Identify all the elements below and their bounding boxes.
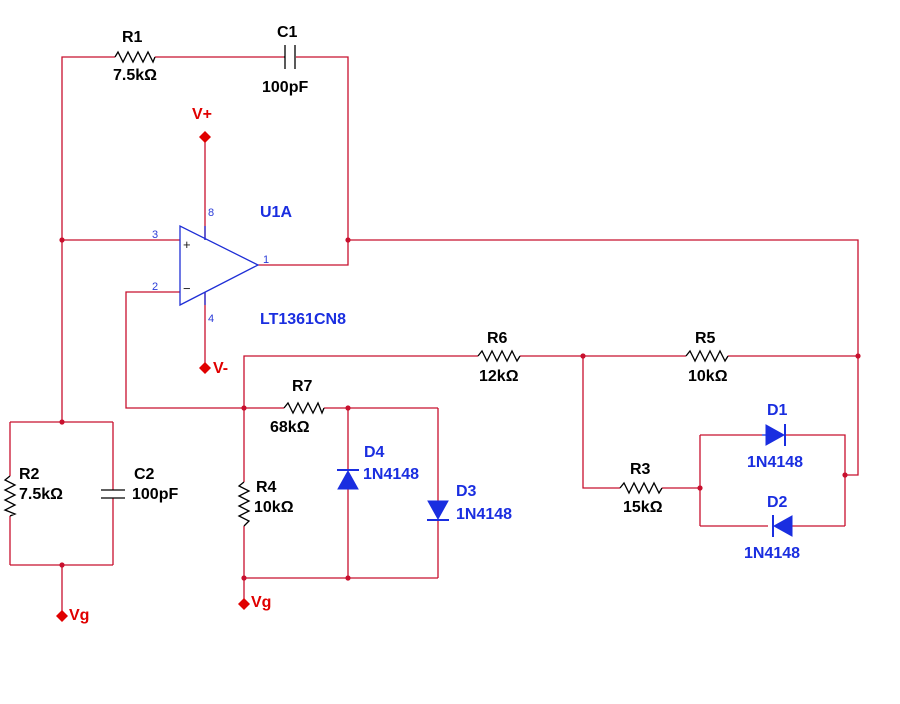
d3-name: D3	[456, 483, 477, 500]
resistor-r2[interactable]: R2 7.5kΩ	[3, 466, 63, 517]
port-marker	[199, 131, 211, 143]
diode-d2[interactable]: D2 1N4148	[744, 494, 800, 562]
d2-value: 1N4148	[744, 545, 800, 562]
pin-3-label: 3	[152, 229, 158, 241]
port-vg-left[interactable]: Vg	[56, 607, 89, 624]
resistor-r4[interactable]: R4 10kΩ	[237, 479, 294, 527]
pin-8-label: 8	[208, 207, 214, 219]
opamp-part: LT1361CN8	[260, 311, 346, 328]
junction-dot	[59, 562, 65, 568]
junction-dot	[842, 472, 848, 478]
r3-value: 15kΩ	[623, 499, 663, 516]
junction-dot	[855, 353, 861, 359]
resistor-symbol	[619, 481, 663, 495]
r2-name: R2	[19, 466, 40, 483]
resistor-r6[interactable]: R6 12kΩ	[477, 330, 521, 385]
diode-d3[interactable]: D3 1N4148	[427, 483, 512, 523]
junction-dot	[59, 237, 65, 243]
junction-dot	[241, 575, 247, 581]
diode-symbol	[427, 500, 449, 521]
r4-value: 10kΩ	[254, 499, 294, 516]
resistor-r3[interactable]: R3 15kΩ	[619, 461, 663, 516]
port-vplus[interactable]: V+	[192, 106, 212, 143]
wire-feedback-top	[61, 56, 349, 266]
resistor-r7[interactable]: R7 68kΩ	[270, 378, 325, 436]
junction-dot	[345, 405, 351, 411]
d2-name: D2	[767, 494, 788, 511]
r7-name: R7	[292, 378, 313, 395]
wire-bottom-ground	[243, 577, 438, 604]
r5-value: 10kΩ	[688, 368, 728, 385]
diode-d4[interactable]: D4 1N4148	[337, 444, 419, 490]
wires	[9, 56, 859, 616]
pin-4-label: 4	[208, 313, 214, 325]
r7-value: 68kΩ	[270, 419, 310, 436]
capacitor-c2[interactable]: C2 100pF	[101, 466, 178, 503]
junction-dot	[345, 575, 351, 581]
d1-value: 1N4148	[747, 454, 803, 471]
port-vg-left-label: Vg	[69, 607, 89, 624]
wire-diode-box	[699, 434, 846, 527]
capacitor-c1[interactable]: C1 100pF	[262, 24, 308, 96]
resistor-symbol	[237, 481, 251, 527]
d4-name: D4	[364, 444, 385, 461]
port-marker	[56, 610, 68, 622]
port-vplus-label: V+	[192, 106, 212, 123]
resistor-symbol	[114, 50, 156, 64]
port-vminus[interactable]: V-	[199, 360, 228, 377]
wire-r2c2-block	[9, 421, 114, 616]
r1-name: R1	[122, 29, 143, 46]
port-vg-middle[interactable]: Vg	[238, 594, 271, 611]
resistor-symbol	[685, 349, 729, 363]
wire-r3-branch	[582, 356, 700, 489]
port-vminus-label: V-	[213, 360, 228, 377]
r6-name: R6	[487, 330, 508, 347]
c1-name: C1	[277, 24, 298, 41]
diode-symbol	[337, 469, 359, 490]
opamp-triangle	[179, 224, 260, 307]
c2-name: C2	[134, 466, 155, 483]
junction-dot	[580, 353, 586, 359]
resistor-r1[interactable]: R1 7.5kΩ	[113, 29, 157, 84]
r6-value: 12kΩ	[479, 368, 519, 385]
opamp-u1a[interactable]: + − 3 2 1 8 4 U1A LT1361CN8	[152, 204, 346, 328]
opamp-plus-sign: +	[183, 237, 191, 252]
pin-2-label: 2	[152, 281, 158, 293]
r4-name: R4	[256, 479, 277, 496]
junction-dots	[59, 237, 861, 581]
junction-dot	[241, 405, 247, 411]
wire-inv-input	[125, 291, 244, 409]
port-marker	[238, 598, 250, 610]
d1-name: D1	[767, 402, 788, 419]
wire-r6-r5	[243, 355, 858, 408]
opamp-name: U1A	[260, 204, 292, 221]
junction-dot	[697, 485, 703, 491]
resistor-symbol	[283, 401, 325, 415]
wire-output-right	[348, 239, 859, 476]
diode-d1[interactable]: D1 1N4148	[747, 402, 803, 471]
r2-value: 7.5kΩ	[19, 486, 63, 503]
port-marker	[199, 362, 211, 374]
port-vg-middle-label: Vg	[251, 594, 271, 611]
d4-value: 1N4148	[363, 466, 419, 483]
c1-value: 100pF	[262, 79, 308, 96]
diode-symbol	[765, 424, 786, 446]
opamp-minus-sign: −	[183, 281, 191, 296]
junction-dot	[59, 419, 65, 425]
r1-value: 7.5kΩ	[113, 67, 157, 84]
resistor-symbol	[477, 349, 521, 363]
junction-dot	[345, 237, 351, 243]
pin-1-label: 1	[263, 254, 269, 266]
diode-symbol	[772, 515, 793, 537]
d3-value: 1N4148	[456, 506, 512, 523]
r5-name: R5	[695, 330, 716, 347]
resistor-symbol	[3, 475, 17, 517]
resistor-r5[interactable]: R5 10kΩ	[685, 330, 729, 385]
r3-name: R3	[630, 461, 651, 478]
c2-value: 100pF	[132, 486, 178, 503]
